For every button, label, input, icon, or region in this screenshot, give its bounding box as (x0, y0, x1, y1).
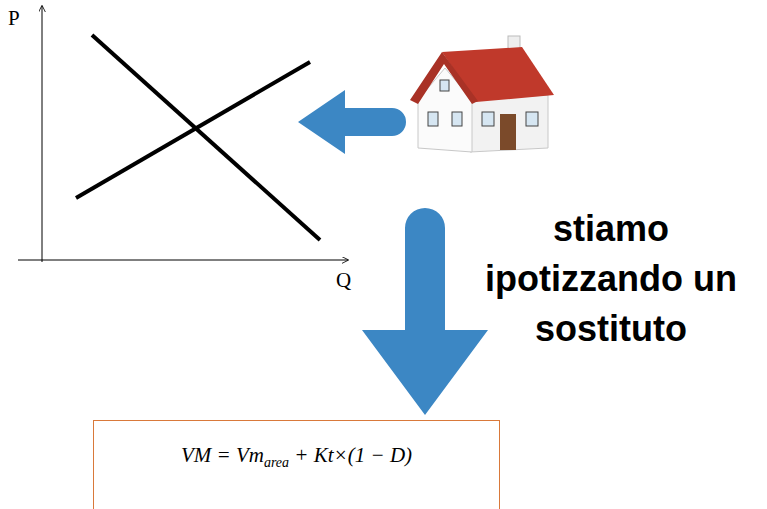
price-axis (42, 6, 43, 262)
quantity-axis (18, 260, 348, 261)
axis-label: Q (336, 268, 360, 293)
formula-text: VM = Vmarea + Kt×(1 − D) (94, 443, 499, 471)
formula-box: VM = Vmarea + Kt×(1 − D) (93, 420, 500, 509)
down-arrow (362, 208, 488, 415)
supply-line (76, 62, 310, 198)
demand-line (92, 35, 320, 240)
house-icon (410, 36, 554, 152)
axis-label: P (8, 6, 28, 31)
left-arrow (298, 90, 406, 154)
note-text: stiamo ipotizzando un sostituto (462, 204, 760, 354)
